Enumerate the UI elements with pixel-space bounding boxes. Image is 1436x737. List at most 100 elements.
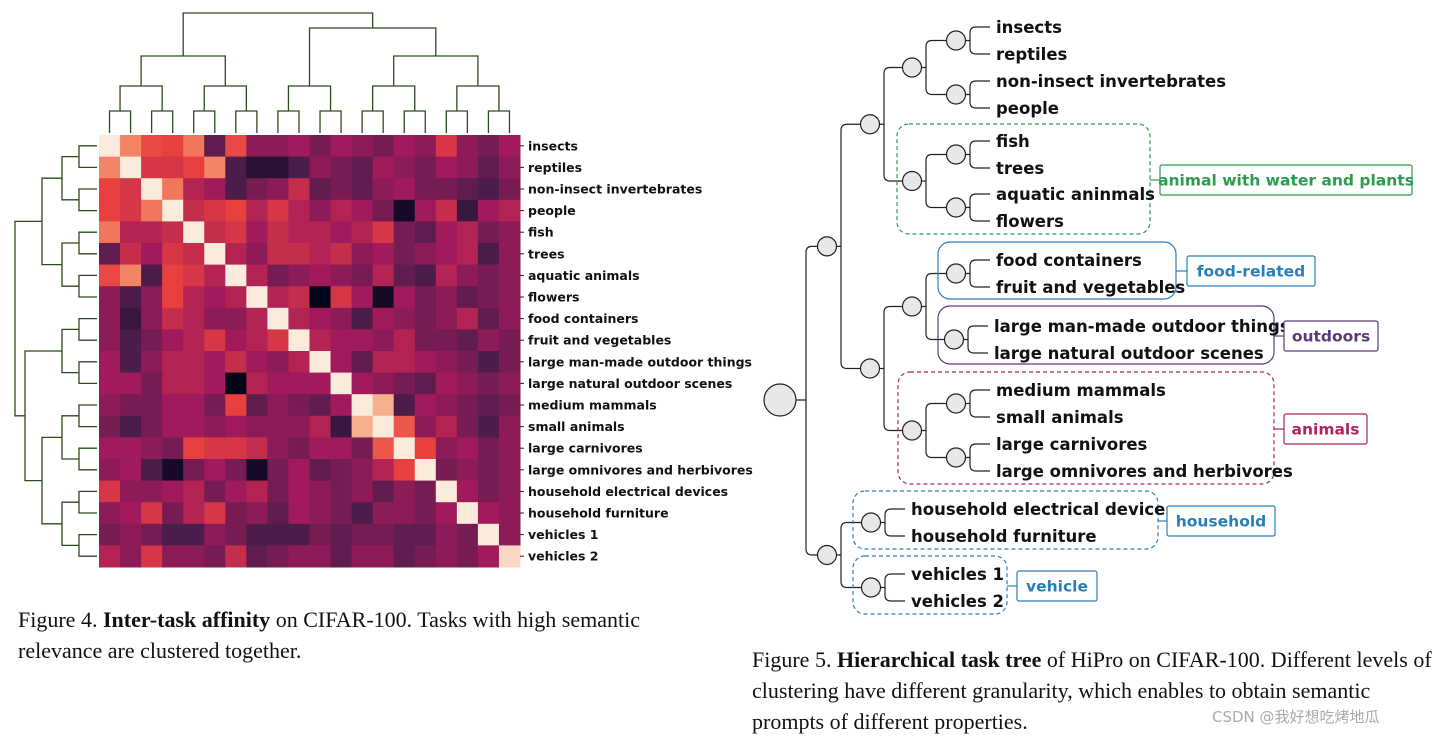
heatmap-cell (288, 286, 310, 309)
heatmap-cell (372, 307, 395, 330)
heatmap-cell (498, 351, 521, 374)
heatmap-cell (456, 523, 479, 546)
heatmap-row-label: household furniture (528, 506, 669, 521)
heatmap-cell (435, 264, 458, 287)
heatmap-cell (225, 351, 247, 374)
heatmap-cell (456, 415, 479, 438)
heatmap-cell (225, 459, 247, 482)
tree-node (860, 577, 882, 598)
tree-root-node (763, 383, 797, 417)
heatmap-cell (435, 351, 458, 374)
heatmap-cell (477, 156, 500, 179)
heatmap-cell (288, 199, 310, 222)
heatmap-cell (393, 307, 416, 330)
heatmap-cell (351, 264, 374, 287)
dendrogram-link (61, 328, 79, 374)
heatmap-cell (225, 372, 247, 395)
heatmap-cell (267, 372, 289, 395)
heatmap-cell (456, 243, 479, 266)
heatmap-cell (414, 394, 437, 417)
heatmap-cell (351, 502, 374, 525)
dendrogram-link (61, 415, 79, 460)
heatmap-row-label: vehicles 1 (528, 527, 598, 542)
tree-edge (969, 457, 990, 472)
heatmap-cell (204, 459, 226, 482)
heatmap-cell (330, 264, 353, 287)
tree-edge (836, 123, 861, 370)
heatmap-cell (120, 459, 142, 482)
heatmap-cell (414, 286, 437, 309)
heatmap-cell (141, 480, 163, 503)
tree-leaf-label: non-insect invertebrates (996, 72, 1226, 91)
heatmap-cell (393, 459, 416, 482)
heatmap-cell (330, 199, 353, 222)
heatmap-cell (99, 523, 121, 546)
heatmap-cell (120, 286, 142, 309)
heatmap-cell (393, 286, 416, 309)
tree-edge (969, 94, 990, 109)
heatmap-cell (225, 437, 247, 460)
heatmap-cell (372, 221, 395, 244)
heatmap-cell (435, 156, 458, 179)
heatmap-cell (288, 372, 310, 395)
heatmap-cell (120, 156, 142, 179)
heatmap-cell (183, 199, 205, 222)
heatmap-cell (246, 199, 268, 222)
heatmap-cell (120, 351, 142, 374)
heatmap-cell (204, 523, 226, 546)
heatmap-cell (141, 415, 163, 438)
heatmap-cell (183, 394, 205, 417)
heatmap-cell (309, 178, 332, 201)
heatmap-cell (288, 545, 310, 568)
heatmap-cell (435, 523, 458, 546)
dendrogram-link (361, 110, 384, 133)
tree-nodes (763, 30, 967, 598)
heatmap-cell (456, 286, 479, 309)
heatmap-cell (183, 286, 205, 309)
heatmap-cell (456, 135, 479, 158)
heatmap-cell (435, 307, 458, 330)
heatmap-cell (498, 307, 521, 330)
heatmap-cell (309, 329, 332, 352)
heatmap-cell (120, 199, 142, 222)
dendrogram-link (372, 85, 416, 111)
heatmap-cell (183, 523, 205, 546)
dendrogram-link (393, 55, 479, 86)
heatmap-cell (162, 372, 184, 395)
tree-leaf-label: large omnivores and herbivores (996, 462, 1293, 481)
heatmap-cell (393, 545, 416, 568)
heatmap-cell (330, 415, 353, 438)
heatmap-cell (204, 156, 226, 179)
heatmap-cell (456, 178, 479, 201)
heatmap-cell (183, 480, 205, 503)
heatmap-cell (183, 243, 205, 266)
heatmap-cell (456, 307, 479, 330)
tree-node (860, 512, 882, 533)
heatmap-cell (393, 415, 416, 438)
group-boxes (852, 123, 1275, 615)
heatmap-cell (267, 199, 289, 222)
heatmap-cell (141, 329, 163, 352)
heatmap-cell (393, 329, 416, 352)
heatmap-row-label: aquatic animals (528, 268, 640, 283)
heatmap-cell (477, 243, 500, 266)
heatmap-cell (267, 243, 289, 266)
heatmap-cell (477, 286, 500, 309)
heatmap-cell (204, 264, 226, 287)
tree-leaf-label: vehicles 2 (911, 592, 1004, 611)
group-box-animal-water-plants (896, 123, 1151, 235)
heatmap-cell (246, 415, 268, 438)
heatmap-cell (141, 437, 163, 460)
heatmap-cell (477, 480, 500, 503)
heatmap-cell (393, 178, 416, 201)
heatmap-cell (309, 459, 332, 482)
tree-node (901, 170, 923, 192)
heatmap-cell (351, 156, 374, 179)
heatmap-cell (456, 329, 479, 352)
heatmap-cell (309, 415, 332, 438)
heatmap-cell (435, 415, 458, 438)
heatmap-cell (120, 437, 142, 460)
heatmap-cell (162, 221, 184, 244)
